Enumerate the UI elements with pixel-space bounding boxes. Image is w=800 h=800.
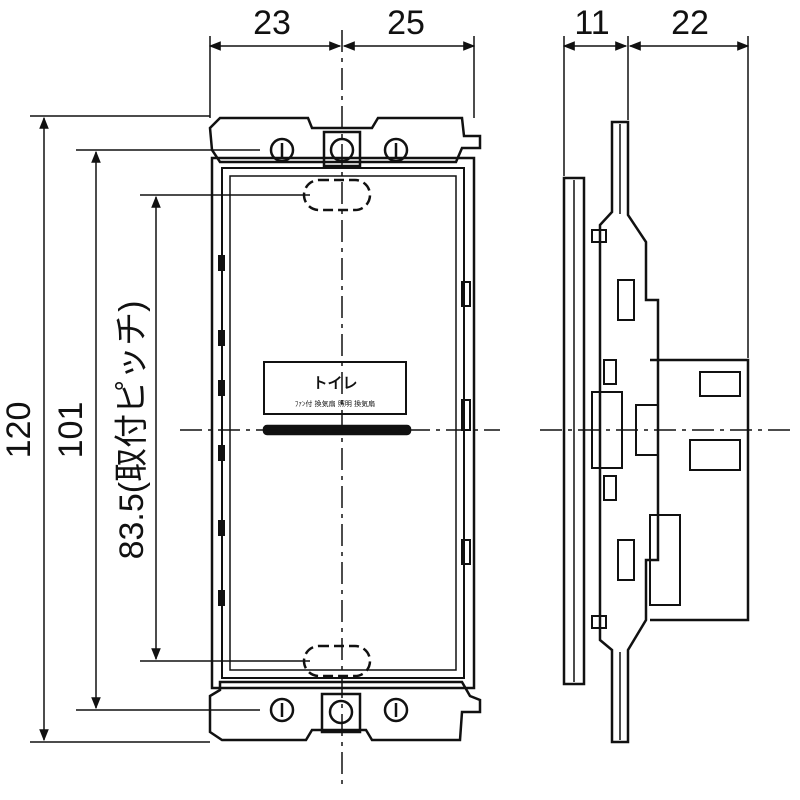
switch-face xyxy=(229,175,457,671)
bottom-mounting-slot xyxy=(302,644,372,678)
bottom-mounting-frame xyxy=(208,680,482,742)
side-mounting-bracket xyxy=(598,120,660,744)
side-dimension-lines xyxy=(562,36,750,358)
switch-plate xyxy=(221,167,465,679)
bottom-screw-holes xyxy=(269,692,409,734)
side-back-box xyxy=(650,358,750,622)
dim-total-height: 120 xyxy=(0,402,38,459)
dim-mounting-pitch: 83.5(取付ピッチ) xyxy=(113,301,151,560)
side-mechanism-bottom xyxy=(617,539,635,581)
top-mounting-slot xyxy=(302,178,372,212)
side-front-plate xyxy=(562,176,586,686)
top-mounting-frame xyxy=(208,116,482,164)
front-dimension-lines xyxy=(30,36,476,743)
switch-label-subtitle: ﾌｧﾝ付 換気扇 照明 換気扇 xyxy=(295,399,375,408)
side-mechanism-top xyxy=(617,279,635,321)
left-ribs xyxy=(218,255,225,606)
dim-side-depth-back: 22 xyxy=(671,4,709,42)
switch-label-title: トイレ xyxy=(312,374,357,392)
top-screw-holes xyxy=(269,130,409,168)
dim-front-width-left: 23 xyxy=(253,4,291,42)
switch-body xyxy=(210,156,476,690)
dim-plate-height: 101 xyxy=(52,402,90,459)
label-window xyxy=(263,361,407,415)
front-view xyxy=(180,30,500,790)
side-view xyxy=(540,120,790,744)
dim-front-width-right: 25 xyxy=(387,4,425,42)
dim-side-depth-front: 11 xyxy=(574,4,609,42)
